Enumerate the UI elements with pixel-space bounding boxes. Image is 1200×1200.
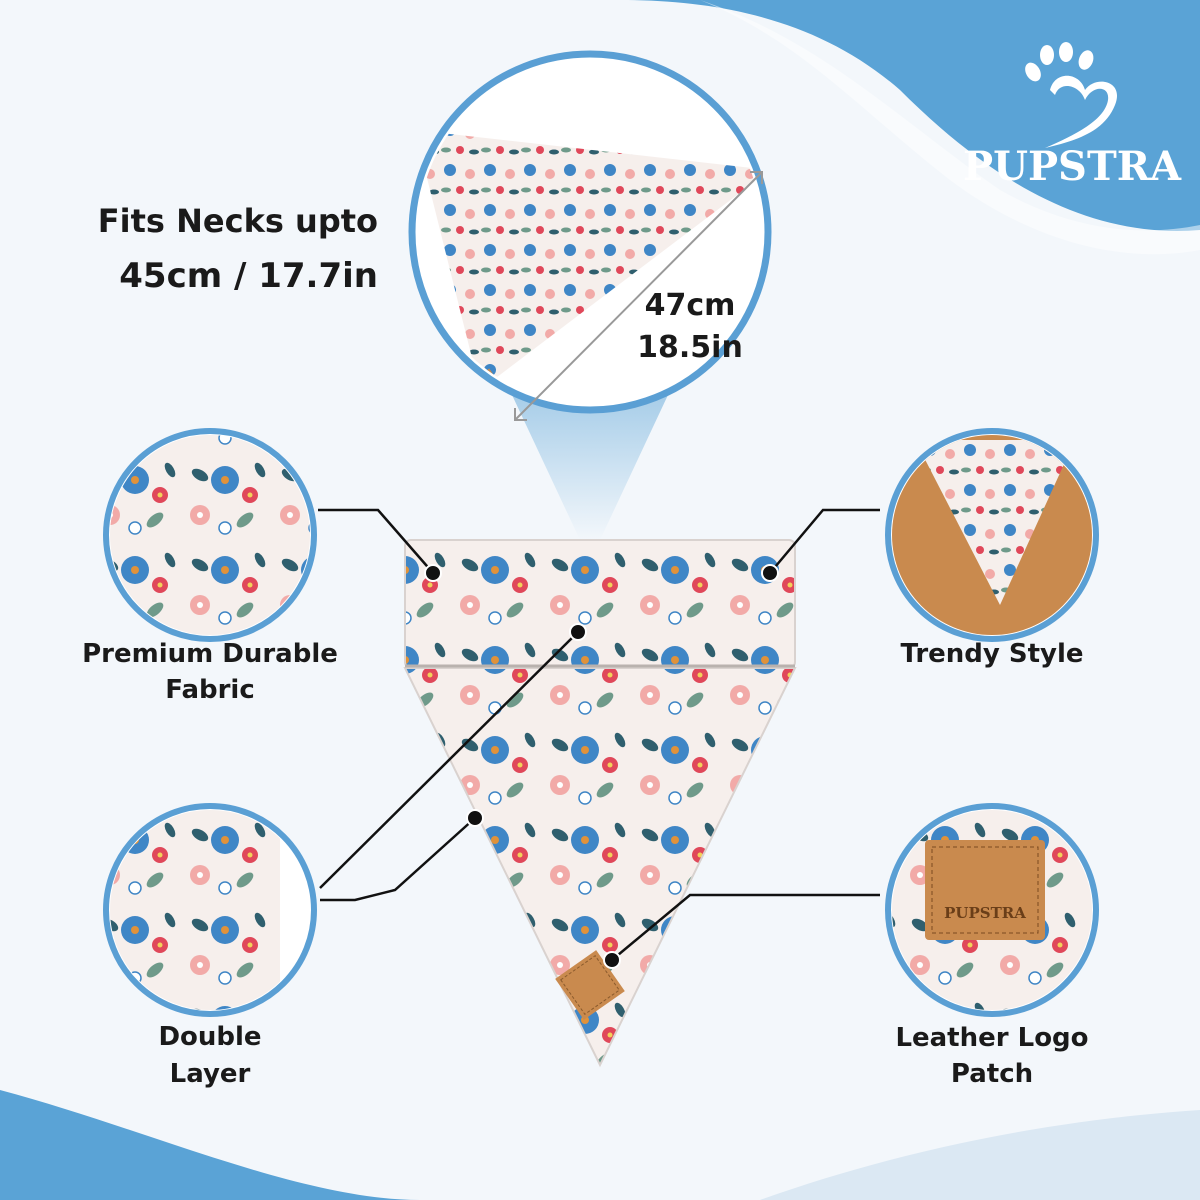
feature-leather-line1: Leather Logo xyxy=(895,1023,1088,1053)
brand-name: PUPSTRA xyxy=(963,143,1182,190)
feature-fabric-line1: Premium Durable xyxy=(82,639,338,669)
feature-fabric-line2: Fabric xyxy=(165,675,255,705)
fit-line2: 45cm / 17.7in xyxy=(119,256,378,296)
leather-patch-circle: PUPSTRA xyxy=(885,803,1099,1017)
dimension-cm: 47cm xyxy=(645,288,736,323)
size-detail-circle xyxy=(408,50,772,421)
patch-logo-text: PUPSTRA xyxy=(944,904,1026,922)
trendy-style-circle xyxy=(885,428,1099,642)
feature-trendy-style: Trendy Style xyxy=(900,639,1083,669)
bottom-left-swoosh xyxy=(0,1090,420,1200)
paw-heart-icon xyxy=(1025,42,1118,148)
dimension-in: 18.5in xyxy=(637,330,743,365)
feature-leather-line2: Patch xyxy=(951,1059,1033,1089)
feature-double-line1: Double xyxy=(158,1022,261,1052)
callout-lines xyxy=(318,508,880,961)
fit-line1: Fits Necks upto xyxy=(98,202,378,240)
double-layer-circle xyxy=(103,803,317,1017)
zoom-cone xyxy=(505,380,675,540)
feature-double-line2: Layer xyxy=(170,1059,251,1089)
top-swoosh-highlight xyxy=(700,0,1200,255)
callout-dots xyxy=(424,564,779,969)
bandana-product xyxy=(403,539,797,1068)
dimension-arrow xyxy=(514,171,763,421)
top-right-swoosh xyxy=(620,0,1200,231)
fabric-circle xyxy=(103,428,317,642)
bottom-right-swoosh xyxy=(760,1110,1200,1200)
